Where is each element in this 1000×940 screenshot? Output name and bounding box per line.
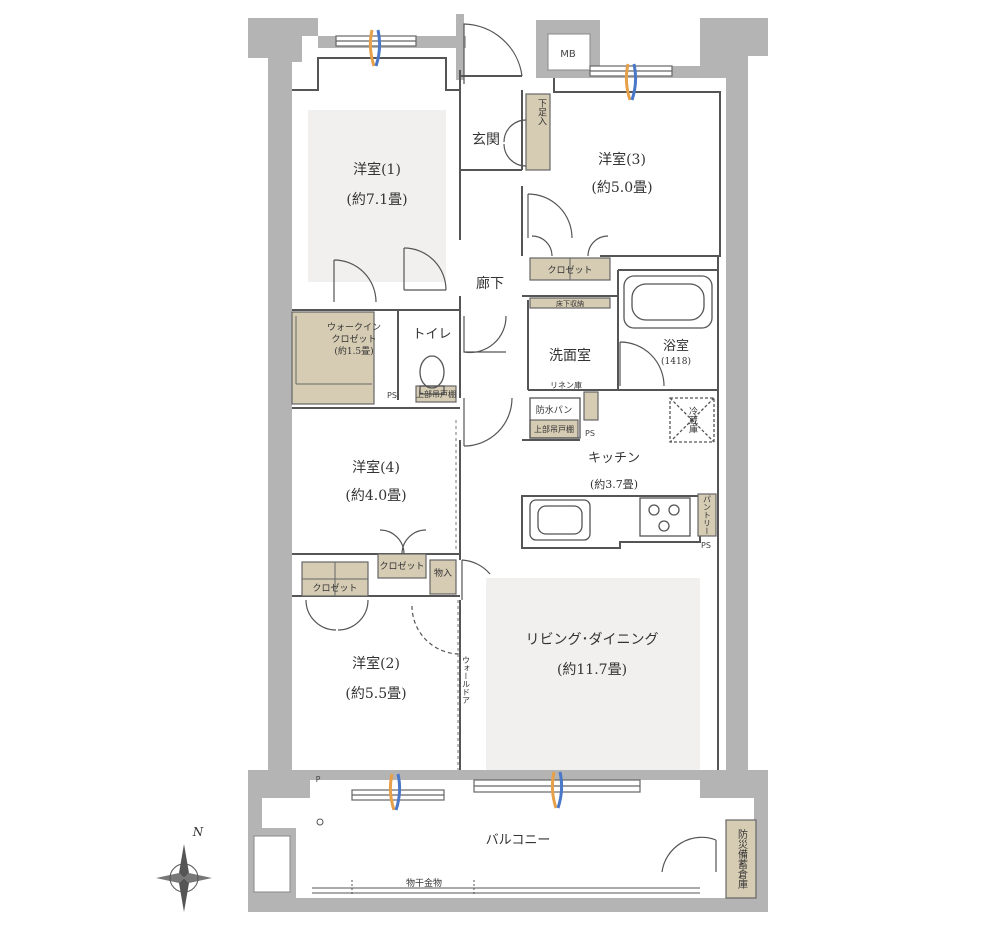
- ps-label-toilet: PS: [387, 391, 397, 400]
- door-swings: [305, 23, 717, 873]
- walkin-size: (約1.5畳): [334, 345, 373, 357]
- western3-size: (約5.0畳): [591, 180, 652, 196]
- western1-name: 洋室(1): [353, 161, 401, 178]
- ventilation-markers: [368, 29, 638, 811]
- upper-cabinet-toilet: 上部吊戸棚: [416, 389, 456, 399]
- fixtures: [419, 275, 715, 541]
- living-size: (約11.7畳): [557, 662, 627, 678]
- western3-name: 洋室(3): [598, 151, 646, 168]
- interior-walls: [292, 57, 721, 770]
- room-fills: [308, 110, 700, 770]
- mb-label: MB: [560, 49, 576, 60]
- waterproof-pan: 防水パン: [536, 404, 572, 416]
- toilet-name: トイレ: [412, 327, 451, 342]
- ps-label-kitchen: PS: [701, 541, 711, 550]
- upper-cabinet-wash: 上部吊戸棚: [534, 424, 574, 434]
- compass-icon: [156, 844, 212, 912]
- entrance-name: 玄関: [472, 131, 500, 148]
- disaster-storage-label: 防災備蓄倉庫: [736, 828, 748, 890]
- under-floor: 床下収納: [556, 299, 584, 308]
- washroom-name: 洗面室: [549, 347, 591, 364]
- laundry-rack-label: 物干金物: [406, 877, 442, 889]
- closet-dividers: [295, 258, 571, 596]
- pantry-label: パントリー: [703, 495, 712, 535]
- bathroom-size: (1418): [661, 356, 691, 367]
- mb-box: [547, 33, 591, 71]
- closet-w3: クロゼット: [547, 264, 592, 276]
- p-label: P: [316, 775, 321, 784]
- labels: 洋室(1) (約7.1畳) 洋室(3) (約5.0畳) 洋室(4) (約4.0畳…: [192, 49, 748, 890]
- western4-size: (約4.0畳): [345, 488, 406, 504]
- storage-small: 物入: [434, 567, 452, 579]
- walkin-line1: ウォークイン: [327, 322, 381, 333]
- ps-label-wash: PS: [585, 429, 595, 438]
- storage-units: [291, 93, 757, 899]
- closet-w2: クロゼット: [312, 582, 357, 594]
- kitchen-size: (約3.7畳): [590, 477, 638, 491]
- balcony-name: バルコニー: [486, 833, 551, 848]
- balcony-rail: [312, 818, 700, 896]
- western4-name: 洋室(4): [352, 459, 400, 476]
- wall-door-label: ウォールドア: [462, 656, 471, 704]
- western1-size: (約7.1畳): [346, 192, 407, 208]
- linen-label: リネン庫: [550, 380, 582, 390]
- hallway-name: 廊下: [476, 275, 504, 292]
- fridge-label: 冷蔵庫: [687, 405, 698, 434]
- closet-w4: クロゼット: [379, 560, 424, 572]
- kitchen-name: キッチン: [588, 451, 640, 466]
- living-name: リビング･ダイニング: [526, 632, 659, 648]
- balcony-unit-box: [253, 835, 291, 893]
- western2-size: (約5.5畳): [345, 686, 406, 702]
- bathroom-name: 浴室: [663, 338, 689, 354]
- north-label: N: [192, 825, 204, 839]
- shoe-box-label: 下足入: [536, 99, 547, 126]
- walkin-line2: クロゼット: [331, 333, 376, 345]
- western2-name: 洋室(2): [352, 655, 400, 672]
